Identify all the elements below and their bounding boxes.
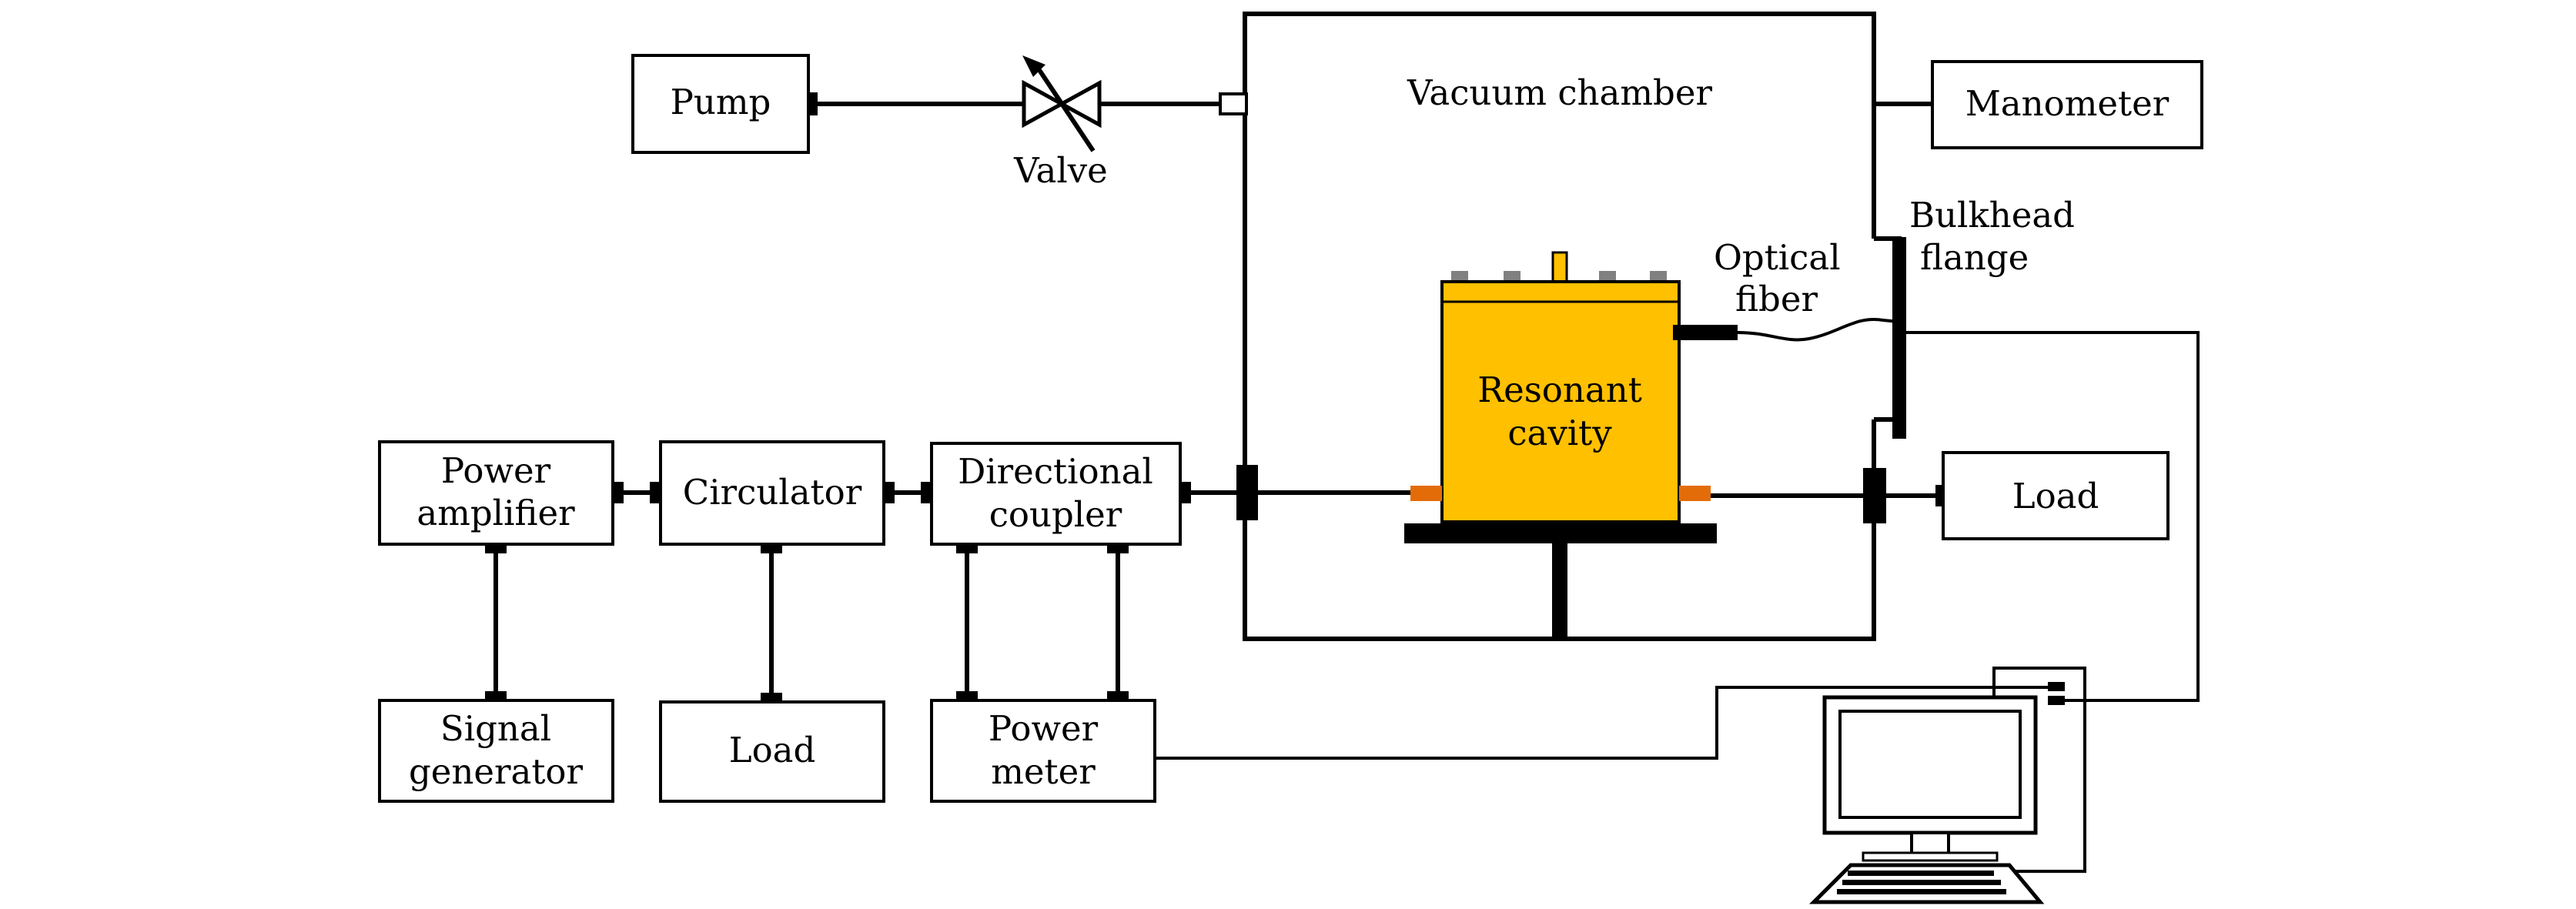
pump-label: Pump bbox=[671, 82, 771, 122]
load-bottom-label: Load bbox=[729, 730, 816, 770]
cavity-knob bbox=[1451, 271, 1468, 282]
fiber-port bbox=[1673, 325, 1738, 340]
cavity-input-port bbox=[1410, 486, 1442, 501]
cavity-knob bbox=[1650, 271, 1667, 282]
load-bottom-box: Load bbox=[659, 700, 885, 803]
optical-fiber-label-line1: Optical bbox=[1714, 237, 1841, 278]
resonant-cavity-label-line2: cavity bbox=[1507, 413, 1612, 453]
fiber-to-computer-line bbox=[1906, 331, 2200, 702]
resonant-cavity-label-line1: Resonant bbox=[1477, 369, 1642, 410]
cavity-support-pillar bbox=[1552, 543, 1567, 640]
directional-coupler-label-line2: coupler bbox=[989, 494, 1122, 535]
vacuum-port bbox=[1219, 92, 1248, 115]
vacuum-chamber-label: Vacuum chamber bbox=[1407, 72, 1712, 113]
bulkhead-flange-label-line1: Bulkhead bbox=[1909, 195, 2075, 236]
vacuum-chamber: Vacuum chamber bbox=[1243, 12, 1876, 641]
power-amplifier-label-line1: Power bbox=[441, 450, 551, 491]
output-feedthrough bbox=[1863, 468, 1886, 523]
directional-coupler-label-line1: Directional bbox=[958, 451, 1153, 492]
signal-generator-label-line1: Signal bbox=[440, 708, 551, 749]
needle-valve-icon bbox=[1022, 55, 1102, 152]
desktop-computer-icon bbox=[1808, 667, 2086, 904]
cavity-knob bbox=[1599, 271, 1616, 282]
pump-box: Pump bbox=[631, 54, 810, 154]
power-meter-box: Power meter bbox=[930, 699, 1156, 803]
optical-fiber-label-line2: fiber bbox=[1735, 279, 1818, 319]
bulkhead-flange bbox=[1892, 237, 1906, 439]
load-right-label: Load bbox=[2012, 476, 2099, 516]
power-amplifier-box: Power amplifier bbox=[378, 440, 614, 546]
bulkhead-flange-label-line2: flange bbox=[1920, 237, 2029, 278]
cavity-support-plate bbox=[1404, 523, 1717, 543]
manometer-label: Manometer bbox=[1965, 83, 2170, 124]
resonant-cavity: Resonant cavity bbox=[1410, 251, 1738, 523]
power-meter-label-line2: meter bbox=[991, 751, 1096, 792]
power-meter-to-computer-line bbox=[1155, 686, 2048, 760]
circulator-label: Circulator bbox=[683, 472, 862, 513]
cavity-knob bbox=[1504, 271, 1521, 282]
optical-fiber bbox=[1737, 318, 1899, 342]
input-feedthrough bbox=[1236, 465, 1258, 520]
signal-generator-label-line2: generator bbox=[409, 751, 584, 792]
directional-coupler-box: Directional coupler bbox=[930, 442, 1182, 546]
cavity-tuner bbox=[1551, 251, 1568, 285]
power-meter-label-line1: Power bbox=[989, 708, 1099, 749]
signal-generator-box: Signal generator bbox=[378, 699, 614, 803]
load-right-box: Load bbox=[1942, 451, 2170, 540]
cavity-output-port bbox=[1679, 486, 1711, 501]
valve-label: Valve bbox=[1013, 150, 1108, 191]
pump-connector bbox=[807, 92, 818, 115]
circulator-box: Circulator bbox=[659, 440, 885, 546]
power-amplifier-label-line2: amplifier bbox=[417, 493, 575, 533]
manometer-box: Manometer bbox=[1931, 60, 2203, 149]
